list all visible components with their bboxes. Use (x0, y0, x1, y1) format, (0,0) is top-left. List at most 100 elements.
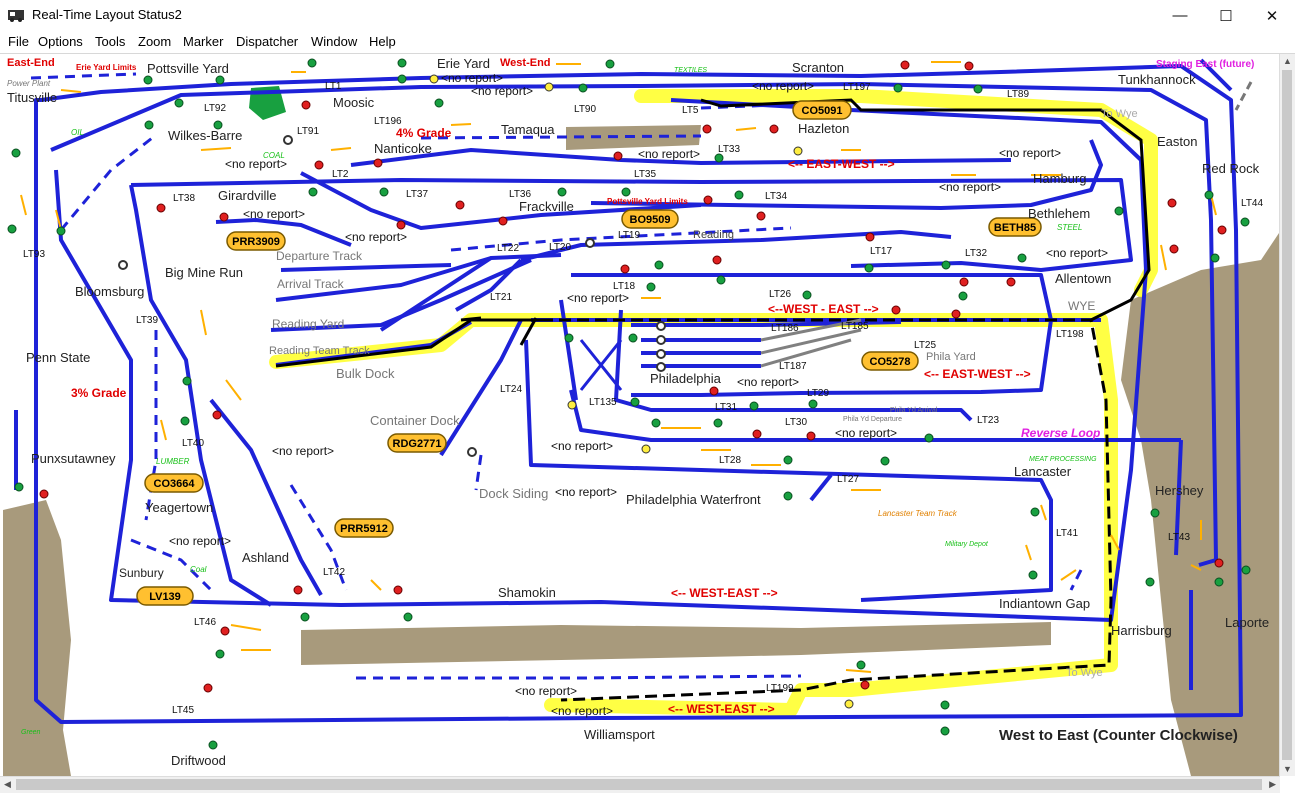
staging-lead (1234, 81, 1253, 111)
label-west-end: West-End (500, 57, 551, 69)
block-label: LT32 (965, 248, 987, 259)
active-routes (275, 98, 1151, 702)
block-label: LT30 (785, 417, 807, 428)
close-button[interactable]: ✕ (1265, 7, 1279, 25)
block-label: LT25 (914, 340, 936, 351)
scroll-up-icon[interactable]: ▲ (1283, 56, 1292, 66)
menu-bar: File Options Tools Zoom Marker Dispatche… (0, 31, 1295, 54)
block-label: LT42 (323, 567, 345, 578)
yard-ladders (760, 318, 862, 368)
no-report: <no report> (272, 444, 334, 458)
footer-caption: West to East (Counter Clockwise) (999, 727, 1238, 744)
train-PRR3909: PRR3909 (232, 236, 280, 248)
no-report: <no report> (737, 375, 799, 389)
signal-greens (7, 58, 1251, 750)
menu-options[interactable]: Options (38, 34, 83, 49)
menu-help[interactable]: Help (369, 34, 396, 49)
menu-tools[interactable]: Tools (95, 34, 126, 49)
window-title: Real-Time Layout Status2 (32, 7, 182, 22)
phila-crossover (579, 339, 623, 391)
label-driftwood: Driftwood (171, 753, 226, 768)
menu-window[interactable]: Window (311, 34, 358, 49)
label-sunbury: Sunbury (119, 566, 164, 580)
train-PRR5912: PRR5912 (340, 523, 388, 535)
label-departure-track: Departure Track (276, 249, 363, 263)
label-philadelphia: Philadelphia (650, 371, 722, 386)
layout-canvas[interactable]: CO5091 BO9509 PRR3909 BETH85 CO5278 RDG2… (1, 54, 1281, 776)
label-steel: STEEL (1057, 223, 1082, 232)
block-label: LT31 (715, 402, 737, 413)
label-girardville: Girardville (218, 188, 277, 203)
menu-marker[interactable]: Marker (183, 34, 224, 49)
block-label: LT19 (618, 230, 640, 241)
block-label: LT199 (766, 683, 794, 694)
vertical-scroll-thumb[interactable] (1282, 70, 1292, 760)
block-label: LT93 (23, 249, 45, 260)
label-phila-yard: Phila Yard (926, 351, 976, 363)
no-report: <no report> (441, 71, 503, 85)
direction-labels: 4% Grade 3% Grade <-- EAST-WEST --> <--W… (71, 126, 1100, 716)
menu-zoom[interactable]: Zoom (138, 34, 172, 49)
menu-dispatcher[interactable]: Dispatcher (236, 34, 299, 49)
block-label: LT35 (634, 169, 656, 180)
scroll-right-icon[interactable]: ▶ (1269, 779, 1276, 789)
minimize-button[interactable]: — (1172, 7, 1188, 24)
label-hazleton: Hazleton (798, 121, 849, 136)
block-label: LT187 (779, 361, 807, 372)
region-labels: East-End West-End Erie Yard Limits Stagi… (7, 57, 1254, 736)
label-punxsutawney: Punxsutawney (31, 451, 116, 466)
maximize-button[interactable]: ☐ (1219, 7, 1233, 25)
title-bar: Real-Time Layout Status2 — ☐ ✕ (0, 0, 1295, 32)
no-report: <no report> (551, 704, 613, 718)
horizontal-scroll-thumb[interactable] (16, 779, 1262, 790)
label-dock-siding: Dock Siding (479, 486, 548, 501)
scroll-down-icon[interactable]: ▼ (1283, 764, 1292, 774)
dir-we-shamokin: <-- WEST-EAST --> (671, 586, 778, 600)
block-label: LT29 (807, 388, 829, 399)
label-tunkhannock: Tunkhannock (1118, 72, 1196, 87)
block-label: LT39 (136, 315, 158, 326)
app-icon (8, 10, 24, 22)
block-label: LT28 (719, 455, 741, 466)
label-indiantown-gap: Indiantown Gap (999, 596, 1090, 611)
block-label: LT22 (497, 243, 519, 254)
label-red-rock: Red Rock (1202, 161, 1260, 176)
label-nanticoke: Nanticoke (374, 141, 432, 156)
no-report: <no report> (1046, 246, 1108, 260)
no-report: <no report> (638, 147, 700, 161)
vertical-scrollbar[interactable]: ▲ ▼ (1279, 54, 1295, 776)
horizontal-scrollbar[interactable]: ◀ ▶ (0, 776, 1280, 793)
block-label: LT20 (549, 242, 571, 253)
block-label: LT91 (297, 126, 319, 137)
block-label: LT44 (1241, 198, 1263, 209)
label-reading: Reading (693, 229, 734, 241)
scroll-left-icon[interactable]: ◀ (4, 779, 11, 789)
label-erie-yard: Erie Yard (437, 56, 490, 71)
no-report: <no report> (225, 157, 287, 171)
label-reverse-loop: Reverse Loop (1021, 426, 1100, 440)
dir-ew-phila: <-- EAST-WEST --> (924, 367, 1031, 381)
label-4pct-grade: 4% Grade (396, 126, 452, 140)
block-label: LT23 (977, 415, 999, 426)
block-label: LT90 (574, 104, 596, 115)
label-3pct-grade: 3% Grade (71, 386, 127, 400)
no-report: <no report> (567, 291, 629, 305)
no-report: <no report> (752, 79, 814, 93)
block-label: LT1 (325, 81, 342, 92)
label-big-mine-run: Big Mine Run (165, 265, 243, 280)
label-frackville: Frackville (519, 199, 574, 214)
label-reading-yard: Reading Yard (272, 317, 344, 331)
train-LV139: LV139 (149, 591, 181, 603)
label-lancaster-team-track: Lancaster Team Track (878, 509, 958, 518)
dir-we-bottom: <-- WEST-EAST --> (668, 702, 775, 716)
label-reading-team-track: Reading Team Track (269, 345, 370, 357)
no-report: <no report> (551, 439, 613, 453)
signal-reds (39, 60, 1227, 693)
train-CO3664: CO3664 (154, 478, 196, 490)
label-meat-processing: MEAT PROCESSING (1029, 456, 1097, 463)
label-hershey: Hershey (1155, 483, 1204, 498)
block-label: LT34 (765, 191, 787, 202)
label-pottsville-yard: Pottsville Yard (147, 61, 229, 76)
label-titusville: Titusville (7, 90, 57, 105)
menu-file[interactable]: File (8, 34, 29, 49)
